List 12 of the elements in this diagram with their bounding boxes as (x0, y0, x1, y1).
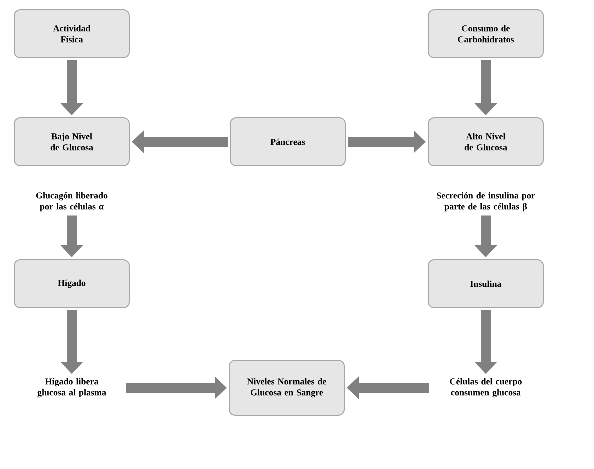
step-text: Células del cuerpo consumen glucosa (450, 378, 522, 398)
process-box: Hígado (14, 260, 130, 308)
process-box: Consumo de Carbohidratos (428, 10, 544, 58)
process-box: Bajo Nivel de Glucosa (14, 118, 130, 166)
step-text: Secreción de insulina por parte de las células β (437, 192, 536, 212)
step-text: Glucagón liberado por las células α (36, 192, 108, 212)
step-text: Hígado libera glucosa al plasma (38, 378, 106, 398)
process-box: Insulina (428, 260, 544, 308)
process-box: Actividad Física (14, 10, 130, 58)
process-box: Alto Nivel de Glucosa (428, 118, 544, 166)
process-box: Niveles Normales de Glucosa en Sangre (229, 360, 345, 416)
process-box: Páncreas (230, 118, 346, 166)
